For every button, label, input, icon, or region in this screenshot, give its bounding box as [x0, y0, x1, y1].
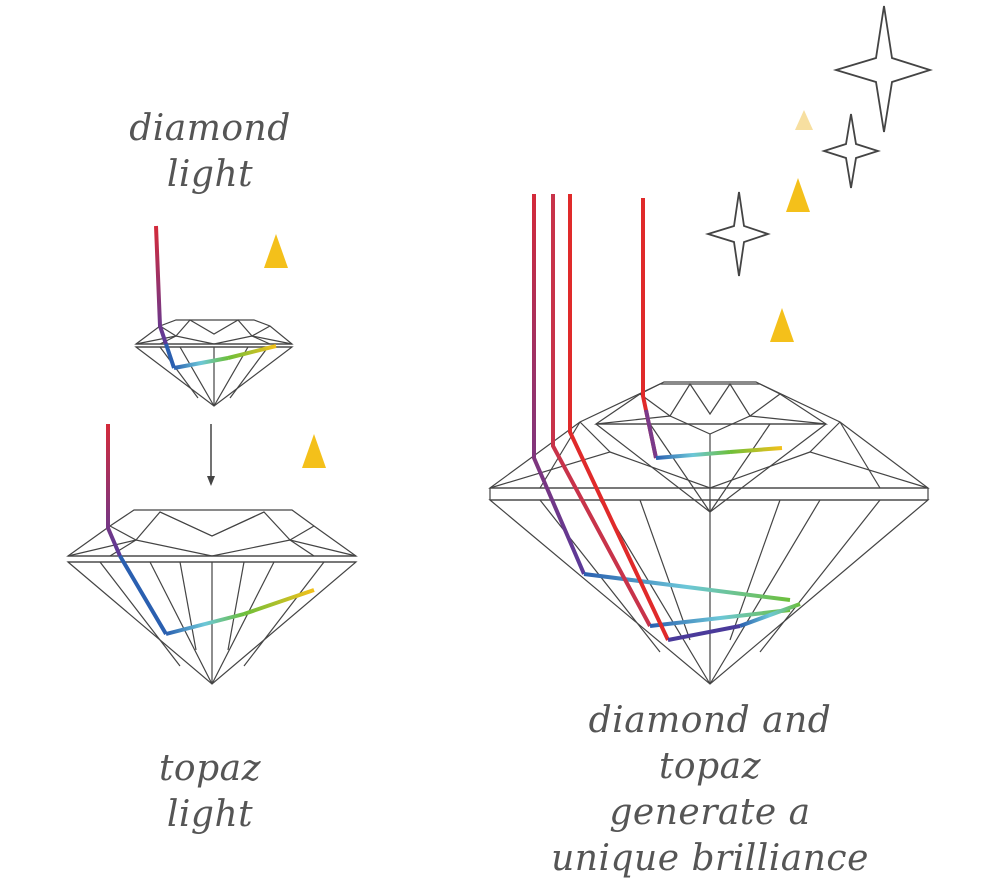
small-diamond-icon: [134, 319, 294, 407]
combined-brilliance-caption: diamond and topaz generate a unique bril…: [540, 698, 880, 882]
caption-line: generate a: [609, 792, 811, 833]
sparkle-icon: [704, 5, 933, 277]
combined-gem-icon: [488, 381, 930, 685]
diamond-light-caption: diamond light: [90, 106, 330, 198]
gem-diagram: [66, 5, 933, 685]
caption-line: topaz: [158, 748, 262, 789]
small-diamond-light-ray: [154, 225, 288, 370]
topaz-light-ray: [106, 424, 326, 636]
caption-line: diamond and topaz: [588, 700, 832, 787]
caption-line: light: [166, 794, 254, 835]
topaz-light-caption: topaz light: [90, 746, 330, 838]
caption-line: unique brilliance: [551, 838, 869, 879]
combined-light-rays: [532, 110, 813, 642]
caption-line: diamond: [129, 108, 291, 149]
topaz-gem-icon: [66, 509, 358, 685]
caption-line: light: [166, 154, 254, 195]
down-arrow-icon: [207, 424, 215, 486]
